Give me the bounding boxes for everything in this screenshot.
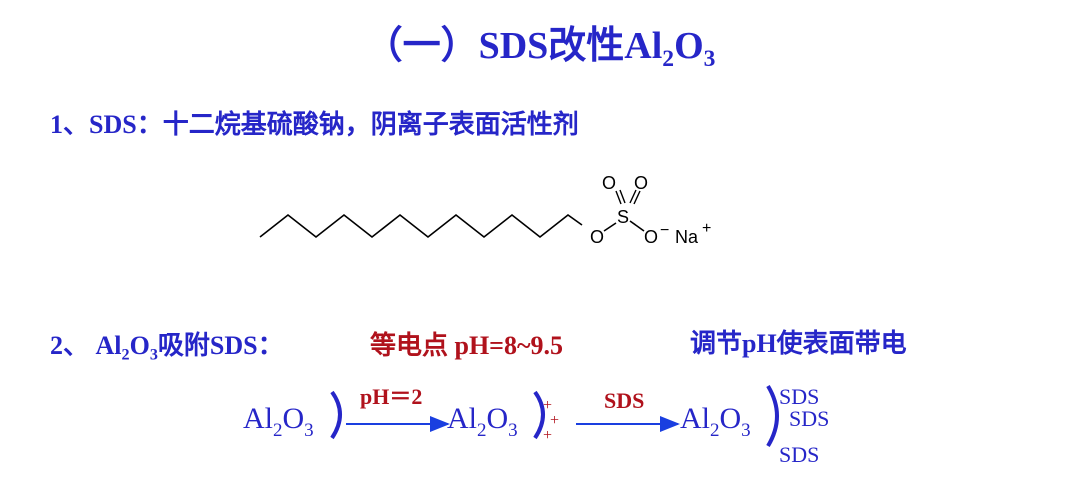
ester-oxygen: O — [590, 227, 604, 247]
reactant-surface-bracket — [330, 390, 342, 440]
product-al2o3: Al2O3 — [680, 402, 751, 441]
adsorbed-sds-1: SDS — [779, 384, 819, 409]
adsorbed-sds-3: SDS — [779, 442, 819, 467]
anionic-oxygen: O — [644, 227, 658, 247]
item-2-adsorption: 2、 Al2O3吸附SDS： — [50, 331, 284, 364]
arrow-2-label: SDS — [604, 388, 644, 413]
intermediate-al2o3: Al2O3 — [447, 402, 518, 441]
s-o-bond — [629, 220, 645, 232]
sulfonyl-oxygen-left: O — [602, 173, 616, 193]
sodium-ion: Na — [675, 227, 699, 247]
positive-charge: + — [702, 220, 711, 237]
s-o-double-bond-right-2 — [633, 190, 641, 205]
item-1-sds-definition: 1、SDS：十二烷基硫酸钠，阴离子表面活性剂 — [50, 110, 579, 139]
sds-structure-diagram: O S O O O − Na + — [259, 173, 711, 247]
surface-charge-2: + — [550, 412, 559, 429]
negative-charge: − — [660, 222, 669, 239]
alkyl-chain — [259, 213, 583, 239]
o-s-bond — [603, 222, 617, 232]
slide-title: （一）SDS改性Al2O3 — [364, 25, 716, 73]
surface-charge-3: + — [543, 427, 552, 444]
s-o-double-bond-right-1 — [629, 189, 637, 204]
s-o-double-bond-left-1 — [615, 190, 622, 205]
adjust-ph-note: 调节pH使表面带电 — [690, 329, 907, 358]
reactant-al2o3: Al2O3 — [243, 402, 314, 441]
sulfur-atom: S — [617, 207, 629, 227]
reaction-scheme: Al2O3 pH＝2 Al2O3 + + + SDS Al2O3 SDS SDS… — [243, 384, 829, 467]
surface-charge-1: + — [543, 397, 552, 414]
arrow-1-label: pH＝2 — [360, 384, 422, 409]
adsorbed-sds-2: SDS — [789, 406, 829, 431]
intermediate-surface-bracket — [533, 390, 545, 440]
sulfonyl-oxygen-right: O — [634, 173, 648, 193]
s-o-double-bond-left-2 — [619, 189, 626, 204]
isoelectric-point-label: 等电点 pH=8~9.5 — [370, 331, 564, 360]
product-surface-bracket — [766, 384, 779, 448]
